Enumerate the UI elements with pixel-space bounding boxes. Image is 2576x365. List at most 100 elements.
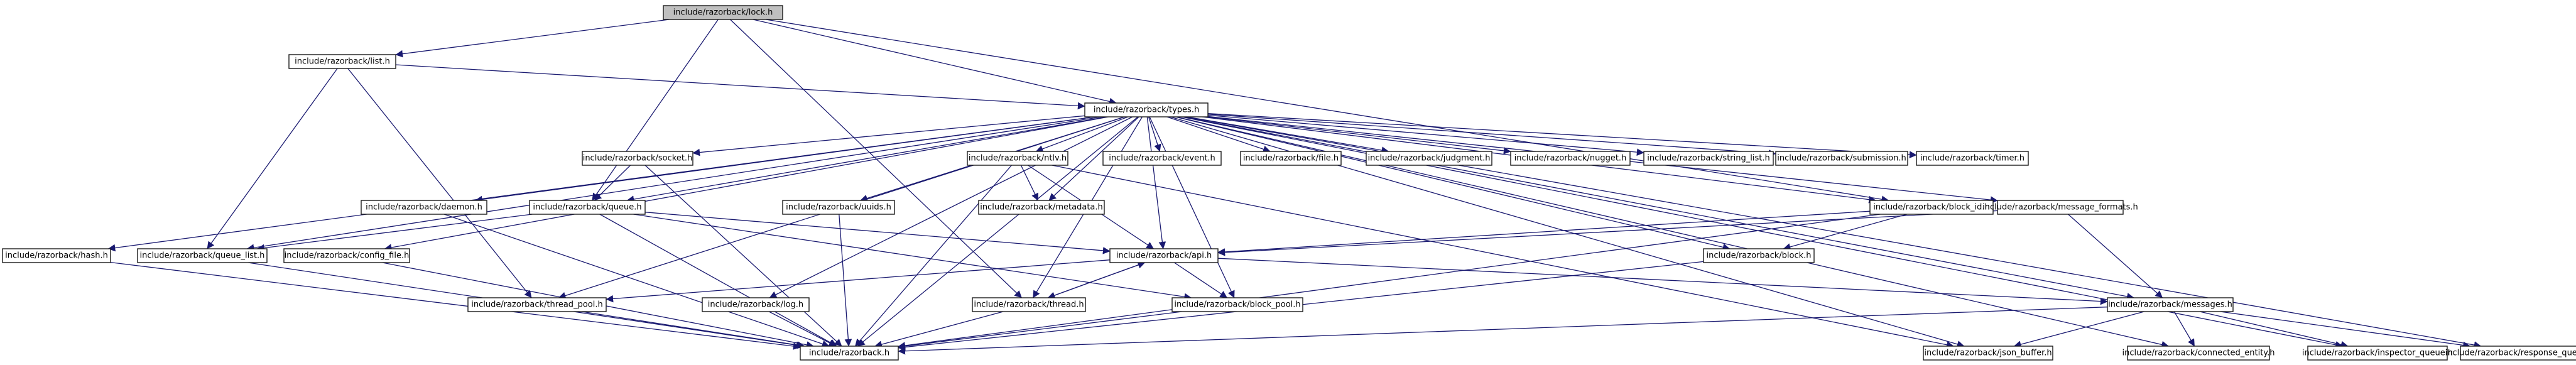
node-socket[interactable]: include/razorback/socket.h: [582, 151, 693, 166]
node-box: [2307, 346, 2448, 361]
edge-api-to-block_pool: [1174, 262, 1227, 298]
node-razorback[interactable]: include/razorback.h: [800, 346, 899, 361]
node-hash[interactable]: include/razorback/hash.h: [2, 248, 111, 263]
node-block-id[interactable]: include/razorback/block_id.h: [1869, 200, 1994, 215]
node-daemon[interactable]: include/razorback/daemon.h: [361, 200, 487, 215]
node-json-buffer[interactable]: include/razorback/json_buffer.h: [1923, 346, 2053, 361]
node-label: include/razorback/thread.h: [974, 300, 1084, 310]
node-label: include/razorback/messages.h: [2108, 300, 2232, 310]
node-box: [361, 200, 487, 215]
edge-types-to-queue: [626, 116, 1107, 203]
node-box: [800, 346, 899, 361]
node-block-pool[interactable]: include/razorback/block_pool.h: [1171, 297, 1303, 312]
node-log[interactable]: include/razorback/log.h: [702, 297, 810, 312]
edge-block_id-to-razorback: [898, 214, 1881, 349]
node-submission[interactable]: include/razorback/submission.h: [1775, 151, 1908, 166]
edge-types-to-event: [1148, 116, 1161, 152]
edge-ntlv-to-razorback: [855, 165, 1012, 347]
node-label: include/razorback/config_file.h: [285, 251, 410, 261]
node-types[interactable]: include/razorback/types.h: [1084, 102, 1209, 117]
node-label: include/razorback/types.h: [1094, 106, 1199, 115]
node-label: include/razorback/log.h: [708, 300, 803, 310]
node-label: include/razorback/metadata.h: [980, 203, 1103, 212]
edge-daemon-to-razorback: [443, 214, 830, 347]
node-uuids[interactable]: include/razorback/uuids.h: [782, 200, 895, 215]
node-box: [967, 151, 1068, 166]
node-lock: include/razorback/lock.h: [663, 5, 783, 20]
node-box: [1366, 151, 1492, 166]
node-box: [782, 200, 895, 215]
node-box: [1703, 248, 1815, 263]
node-box: [1923, 346, 2053, 361]
node-label: include/razorback/daemon.h: [366, 203, 482, 212]
edge-hash-to-razorback: [110, 261, 801, 350]
node-label: include/razorback/timer.h: [1920, 154, 2024, 163]
node-response-queue[interactable]: include/razorback/response_queue.h: [2445, 346, 2576, 361]
edge-queue-to-block_pool: [633, 214, 1192, 301]
node-box: [1240, 151, 1342, 166]
edge-lock-to-block_id: [766, 19, 1889, 204]
dependency-edges: [107, 19, 2482, 355]
node-label: include/razorback/submission.h: [1777, 154, 1906, 163]
node-box: [702, 297, 810, 312]
edge-types-to-metadata: [1048, 116, 1139, 201]
edge-messages-to-inspector_queue: [2199, 311, 2349, 349]
edge-lock-to-types: [753, 19, 1117, 106]
node-thread[interactable]: include/razorback/thread.h: [972, 297, 1086, 312]
node-box: [137, 248, 268, 263]
edge-log-to-razorback: [769, 311, 837, 347]
node-inspector-queue[interactable]: include/razorback/inspector_queue.h: [2302, 346, 2453, 361]
node-block[interactable]: include/razorback/block.h: [1703, 248, 1815, 263]
node-label: include/razorback/message_formats.h: [1982, 203, 2138, 212]
node-label: include/razorback/queue.h: [533, 203, 641, 212]
edge-types-to-config_file: [384, 116, 1109, 251]
node-label: include/razorback/ntlv.h: [969, 154, 1067, 163]
node-file[interactable]: include/razorback/file.h: [1240, 151, 1342, 166]
edge-messages-to-razorback: [898, 307, 2108, 355]
node-box: [1510, 151, 1631, 166]
edge-types-to-messages: [1182, 116, 2134, 300]
edge-types-to-razorback: [857, 116, 1139, 347]
edge-socket-to-queue: [594, 165, 631, 201]
node-label: include/razorback/file.h: [1243, 154, 1339, 163]
node-box: [972, 297, 1086, 312]
node-box: [2, 248, 111, 263]
node-list[interactable]: include/razorback/list.h: [288, 54, 396, 69]
node-queue-list[interactable]: include/razorback/queue_list.h: [137, 248, 268, 263]
edge-types-to-hash: [107, 116, 1095, 252]
edge-thread-to-api: [1048, 261, 1146, 298]
node-box: [288, 54, 396, 69]
node-thread-pool[interactable]: include/razorback/thread_pool.h: [467, 297, 607, 312]
node-queue[interactable]: include/razorback/queue.h: [529, 200, 646, 215]
node-connected-entity[interactable]: include/razorback/connected_entity.h: [2122, 346, 2275, 361]
node-label: include/razorback/string_list.h: [1647, 154, 1769, 163]
node-ntlv[interactable]: include/razorback/ntlv.h: [967, 151, 1068, 166]
edge-list-to-types: [395, 64, 1085, 110]
node-metadata[interactable]: include/razorback/metadata.h: [978, 200, 1105, 215]
node-judgment[interactable]: include/razorback/judgment.h: [1366, 151, 1492, 166]
node-string-list[interactable]: include/razorback/string_list.h: [1643, 151, 1774, 166]
node-event[interactable]: include/razorback/event.h: [1102, 151, 1222, 166]
node-box: [1109, 248, 1219, 263]
node-nugget[interactable]: include/razorback/nugget.h: [1510, 151, 1631, 166]
node-timer[interactable]: include/razorback/timer.h: [1916, 151, 2029, 166]
node-api[interactable]: include/razorback/api.h: [1109, 248, 1219, 263]
node-label: include/razorback/inspector_queue.h: [2302, 349, 2453, 358]
edge-lock-to-thread: [730, 19, 1022, 298]
edge-types-to-timer: [1207, 113, 1917, 158]
node-box: [2460, 346, 2576, 361]
edge-block_id-to-api: [1217, 210, 1871, 256]
node-message-formats[interactable]: include/razorback/message_formats.h: [1982, 200, 2138, 215]
node-box: [529, 200, 646, 215]
edge-message_formats-to-api: [1217, 210, 1998, 256]
node-label: include/razorback/connected_entity.h: [2122, 349, 2274, 358]
node-box: [2127, 346, 2270, 361]
node-messages[interactable]: include/razorback/messages.h: [2107, 297, 2234, 312]
node-config-file[interactable]: include/razorback/config_file.h: [283, 248, 410, 263]
edge-queue-to-queue_list: [257, 214, 533, 252]
node-box: [1102, 151, 1222, 166]
node-label: include/razorback/thread_pool.h: [471, 300, 602, 310]
node-label: include/razorback/uuids.h: [786, 203, 891, 212]
edge-types-to-log: [769, 116, 1133, 298]
